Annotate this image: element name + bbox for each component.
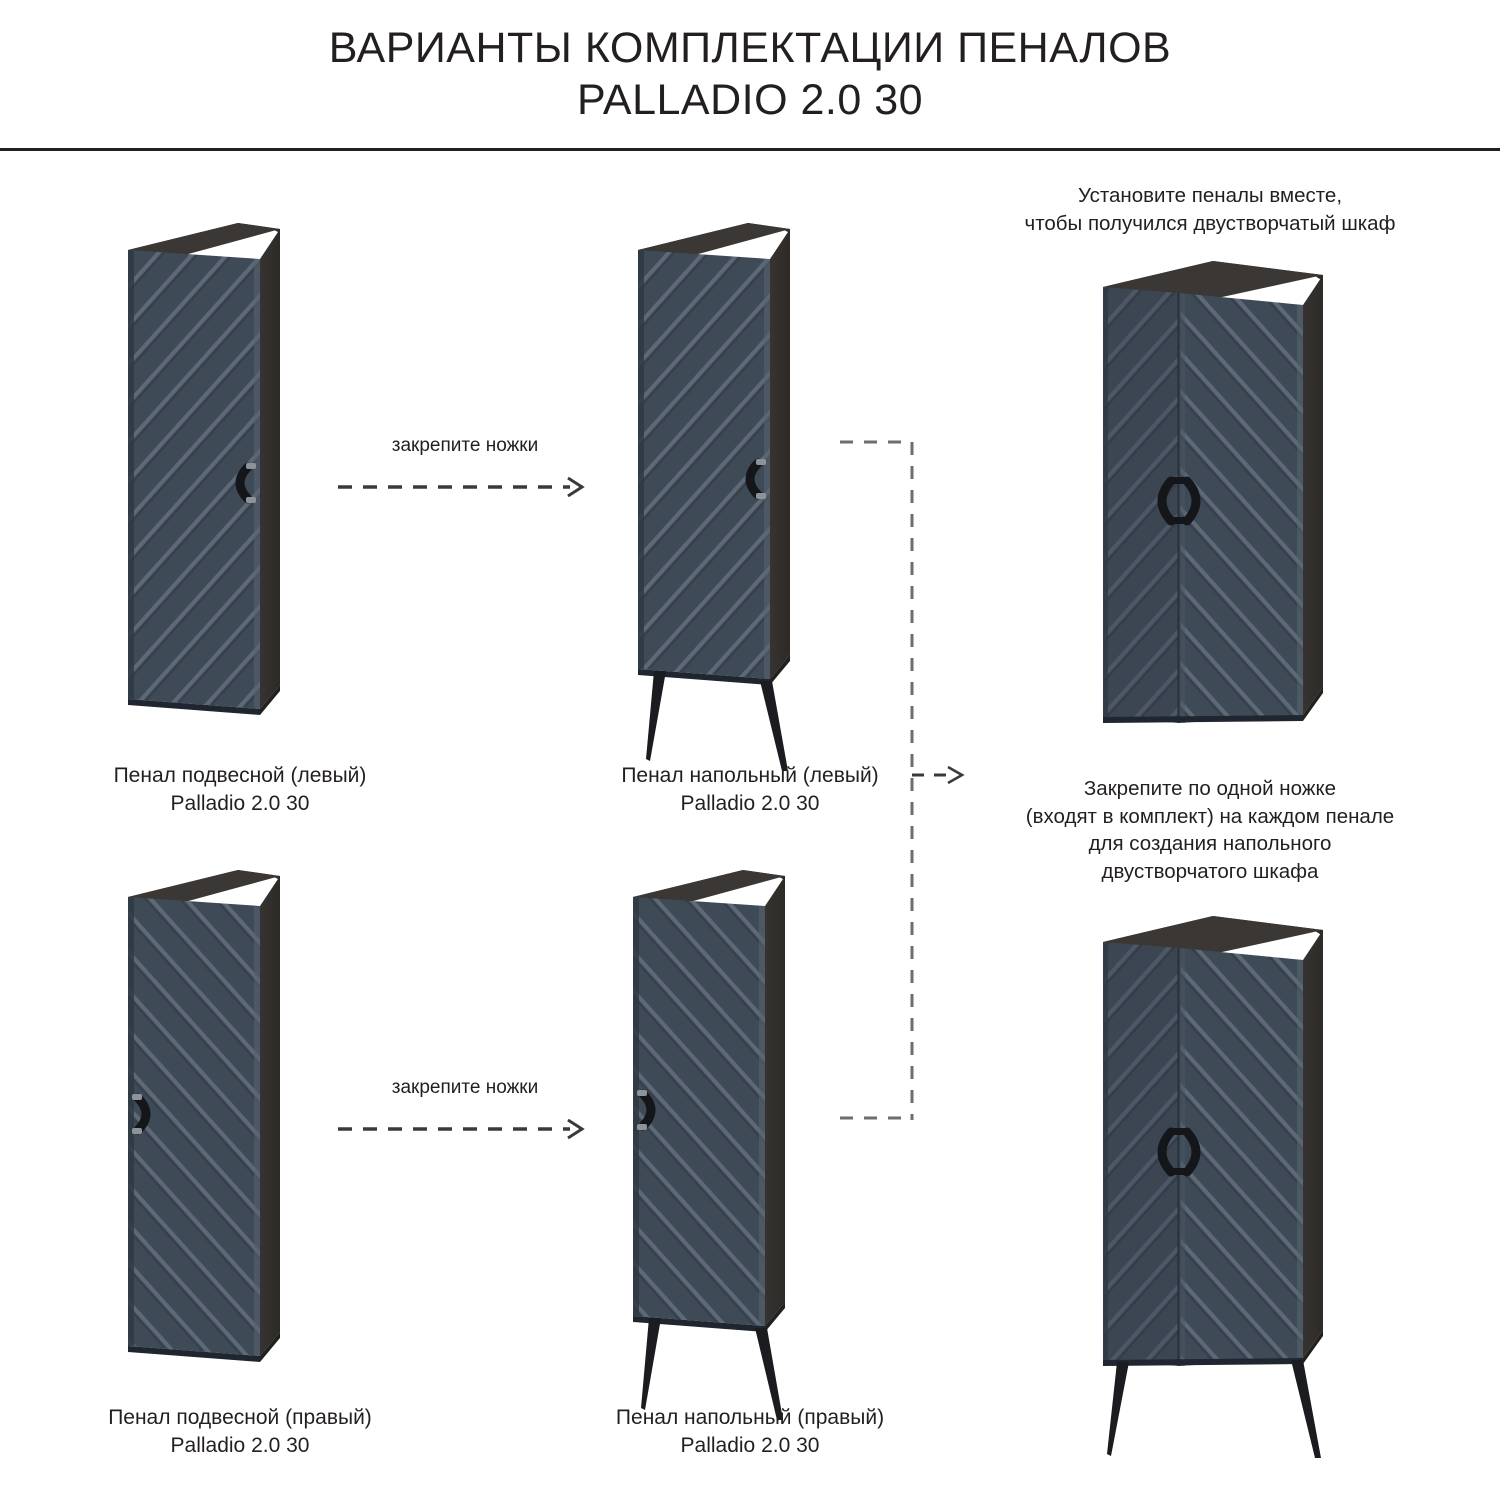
arrow-legs-bottom-label: закрепите ножки: [391, 1077, 539, 1098]
cabinet-wall-right: [120, 862, 340, 1392]
cabinet-legs: [641, 1318, 783, 1420]
arrow-legs-top-label: закрепите ножки: [391, 435, 539, 456]
cabinet-handle: [637, 1089, 656, 1131]
caption-wall-right: Пенал подвесной (правый) Palladio 2.0 30: [108, 1406, 372, 1457]
page-title-line2: PALLADIO 2.0 30: [576, 76, 924, 125]
cabinet-floor-left-svg: [638, 223, 790, 771]
arrow-legs-bottom-line: [338, 1118, 585, 1140]
connector-dashed-path: [840, 440, 965, 1120]
cabinet-handle: [132, 1093, 151, 1135]
cabinet-wall-left: [120, 215, 340, 745]
wardrobe-handles: [1157, 476, 1201, 526]
wardrobe-legs: [1107, 1360, 1321, 1458]
cabinet-handle: [235, 462, 256, 504]
page-title: ВАРИАНТЫ КОМПЛЕКТАЦИИ ПЕНАЛОВ PALLADIO 2…: [0, 22, 1500, 127]
cabinet-wall-left-svg: [128, 223, 280, 715]
cabinet-floor-left: [630, 215, 880, 775]
wardrobe-floor-two-door: [1095, 910, 1395, 1470]
page-header: ВАРИАНТЫ КОМПЛЕКТАЦИИ ПЕНАЛОВ PALLADIO 2…: [0, 0, 1500, 148]
cabinet-legs: [646, 671, 788, 771]
cabinet-wall-right-svg: [128, 870, 280, 1362]
note-assemble-wardrobe: Установите пеналы вместе, чтобы получилс…: [1024, 184, 1396, 235]
arrow-legs-top-line: [338, 476, 585, 498]
wardrobe-floor-svg: [1103, 916, 1323, 1458]
page-title-line1: ВАРИАНТЫ КОМПЛЕКТАЦИИ ПЕНАЛОВ: [328, 24, 1172, 72]
cabinet-floor-right: [625, 862, 875, 1432]
cabinet-handle: [745, 458, 766, 500]
caption-wall-left: Пенал подвесной (левый) Palladio 2.0 30: [113, 764, 367, 815]
wardrobe-wall-svg: [1103, 261, 1323, 723]
cabinet-floor-right-svg: [633, 870, 785, 1420]
wardrobe-handles: [1157, 1127, 1201, 1177]
wardrobe-wall-two-door: [1095, 255, 1395, 755]
caption-floor-right: Пенал напольный (правый) Palladio 2.0 30: [615, 1406, 885, 1457]
arrow-legs-top: закрепите ножки: [330, 435, 600, 498]
caption-floor-left: Пенал напольный (левый) Palladio 2.0 30: [621, 764, 879, 815]
header-divider: [0, 148, 1500, 151]
arrow-legs-bottom: закрепите ножки: [330, 1077, 600, 1140]
note-attach-legs: Закрепите по одной ножке (входят в компл…: [1025, 777, 1395, 884]
